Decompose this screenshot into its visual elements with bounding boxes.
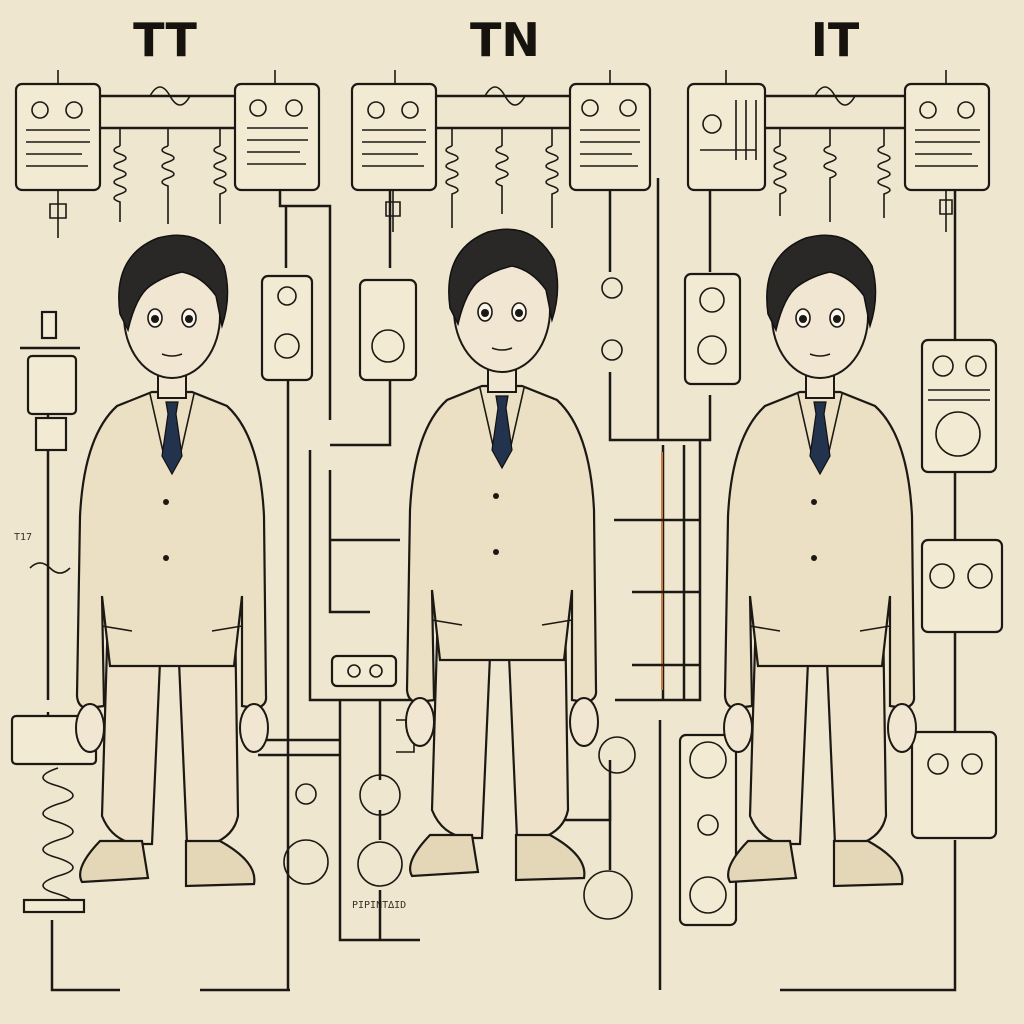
tt-left-fuse-tower (20, 310, 80, 574)
panel-tn-left (350, 82, 438, 192)
tn-right-column (583, 277, 738, 927)
it-socket-box (920, 538, 1004, 634)
tt-outlet (260, 274, 314, 382)
figure-it-boy (722, 234, 918, 888)
top-bus-tn (394, 70, 611, 130)
title-it: IT (811, 13, 860, 67)
coils-top (49, 128, 953, 238)
panel-tt-right (233, 82, 321, 192)
it-bottom-box (910, 730, 998, 840)
title-tt: TT (133, 13, 197, 67)
panel-tt-left (14, 82, 102, 192)
figure-tt-boy (74, 234, 270, 888)
it-meter-box (920, 338, 998, 474)
figure-tn-boy (404, 228, 600, 882)
panel-it-right (903, 82, 991, 192)
side-label: T17 (14, 532, 32, 543)
tn-left-outlet (358, 278, 418, 382)
title-tn: TN (470, 13, 540, 67)
tn-mid-devices (283, 654, 415, 887)
top-bus-it (725, 70, 947, 130)
panel-tn-right (568, 82, 652, 192)
panel-it-left (686, 82, 767, 192)
wiring (46, 178, 957, 992)
tn-right-outlet (683, 272, 742, 386)
